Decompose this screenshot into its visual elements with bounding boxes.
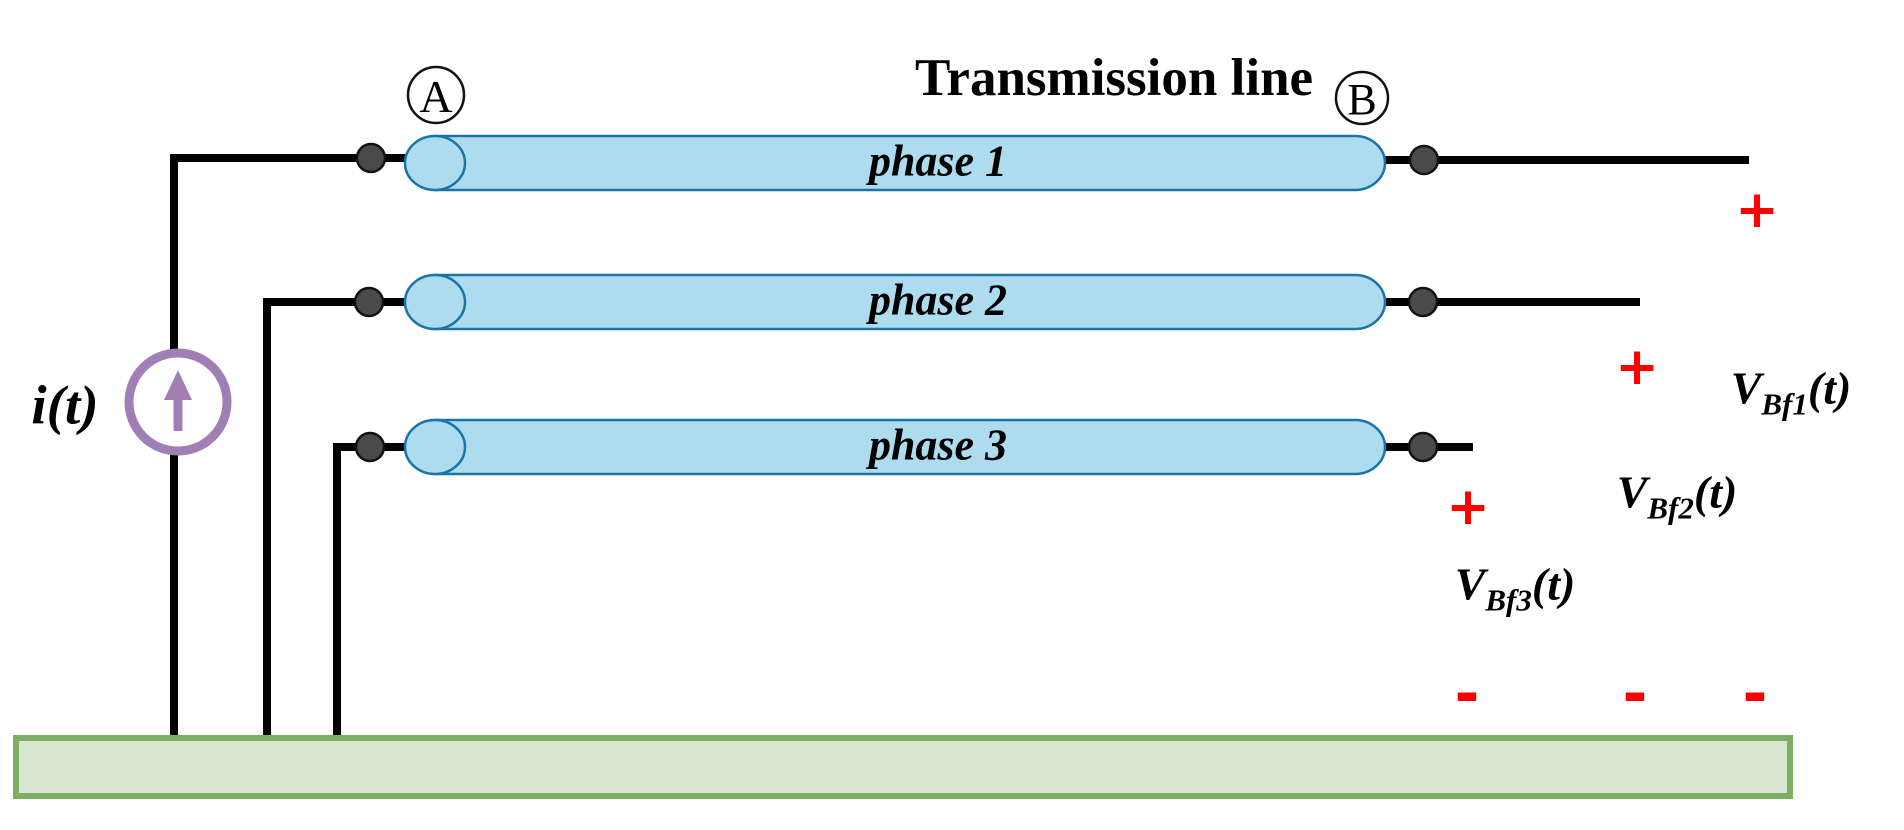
current-source-label: i(t) xyxy=(31,374,99,436)
voltage-label-vbf2: VBf2(t) xyxy=(1617,466,1738,527)
wire-phase2-left xyxy=(263,298,430,742)
wire-phase1-left xyxy=(170,154,430,742)
node-dot-phase1-right xyxy=(1408,144,1440,176)
vbf1-suffix: (t) xyxy=(1807,362,1852,414)
current-source-arrow-head xyxy=(164,370,192,400)
voltage-label-vbf1: VBf1(t) xyxy=(1731,362,1852,423)
vbf2-base: V xyxy=(1616,466,1648,518)
ground-bar xyxy=(13,735,1793,799)
minus-sign-phase1: - xyxy=(1742,659,1768,729)
phase1-conductor-body xyxy=(433,134,1387,192)
minus-sign-phase3: - xyxy=(1454,659,1480,729)
terminal-b-label: B xyxy=(1347,75,1377,124)
vbf3-base: V xyxy=(1454,558,1486,610)
vbf2-sub: Bf2 xyxy=(1647,490,1694,526)
node-dot-phase2-left xyxy=(353,286,385,318)
node-dot-phase2-right xyxy=(1407,286,1439,318)
node-dot-phase1-left xyxy=(355,142,387,174)
vbf1-sub: Bf1 xyxy=(1761,386,1808,422)
wire-phase3-left xyxy=(333,443,430,742)
minus-sign-phase2: - xyxy=(1622,659,1648,729)
terminal-b-circle xyxy=(1334,70,1390,126)
vbf3-suffix: (t) xyxy=(1531,558,1576,610)
node-dot-phase3-left xyxy=(354,431,386,463)
vbf1-base: V xyxy=(1730,362,1762,414)
vbf2-suffix: (t) xyxy=(1693,466,1738,518)
diagram-title: Transmission line xyxy=(915,48,1313,108)
phase3-label: phase 3 xyxy=(868,420,1008,470)
node-dot-phase3-right xyxy=(1407,431,1439,463)
phase2-conductor-face xyxy=(403,273,467,331)
plus-sign-phase3: + xyxy=(1446,477,1490,537)
phase3-conductor-face xyxy=(403,418,467,476)
plus-sign-phase2: + xyxy=(1615,337,1659,397)
plus-sign-phase1: + xyxy=(1735,180,1779,240)
phase1-label: phase 1 xyxy=(868,136,1008,186)
diagram-title-text: Transmission line xyxy=(915,49,1314,107)
phase3-conductor-body xyxy=(433,418,1387,476)
phase2-conductor-body xyxy=(433,273,1387,331)
terminal-a-circle xyxy=(406,65,466,125)
phase2-label: phase 2 xyxy=(868,275,1008,325)
terminal-a-label: A xyxy=(419,71,453,122)
vbf3-sub: Bf3 xyxy=(1485,582,1532,618)
voltage-label-vbf3: VBf3(t) xyxy=(1455,558,1576,619)
phase1-conductor-face xyxy=(403,134,467,192)
